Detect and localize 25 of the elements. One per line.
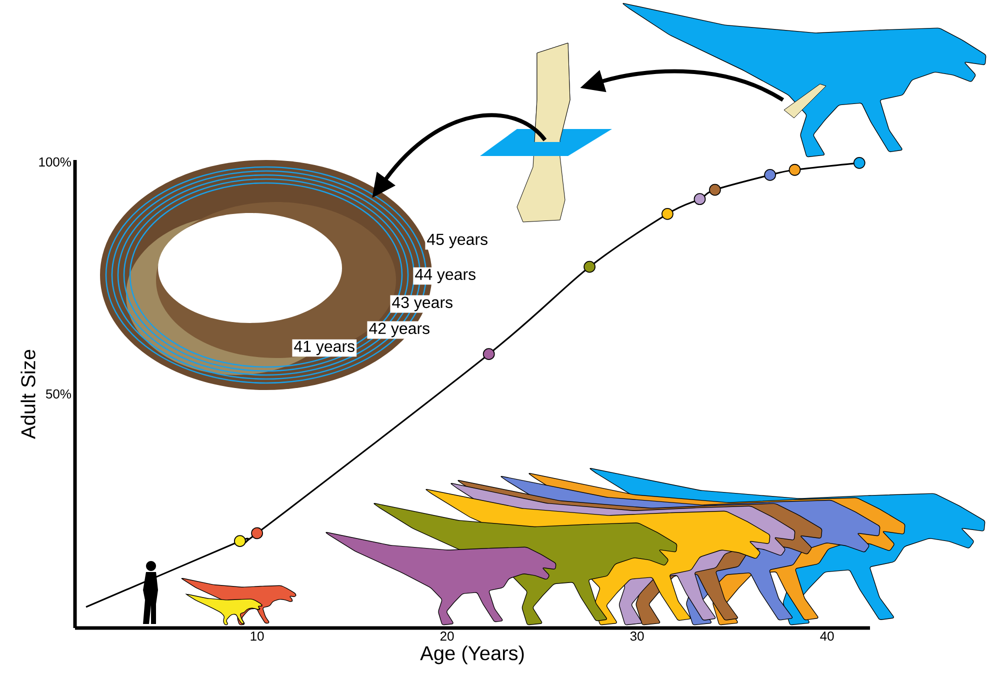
year-label: 43 years bbox=[390, 295, 455, 313]
point bbox=[584, 260, 596, 273]
x-tick-label: 40 bbox=[820, 632, 834, 641]
tyrannosaur-drawing bbox=[622, 2, 986, 158]
y-tick-label: 50% bbox=[46, 389, 72, 399]
x-tick-label: 30 bbox=[630, 632, 644, 641]
x-axis-title: Age (Years) bbox=[420, 646, 524, 664]
x-tick-label: 20 bbox=[440, 632, 454, 641]
point bbox=[234, 535, 246, 548]
x-tick-label: 10 bbox=[250, 632, 264, 641]
point bbox=[709, 184, 721, 196]
point bbox=[853, 156, 866, 169]
point bbox=[662, 208, 674, 220]
y-axis-title: Adult Size bbox=[20, 350, 36, 439]
year-label: 42 years bbox=[367, 321, 432, 339]
point bbox=[764, 169, 776, 181]
bone-drawing bbox=[480, 42, 612, 222]
year-label: 41 years bbox=[292, 339, 357, 357]
point bbox=[788, 164, 801, 176]
point bbox=[251, 527, 263, 540]
year-label: 44 years bbox=[413, 267, 478, 285]
year-label: 45 years bbox=[425, 232, 490, 250]
point bbox=[482, 348, 495, 360]
point bbox=[694, 193, 706, 206]
y-tick-label: 100% bbox=[39, 157, 72, 167]
